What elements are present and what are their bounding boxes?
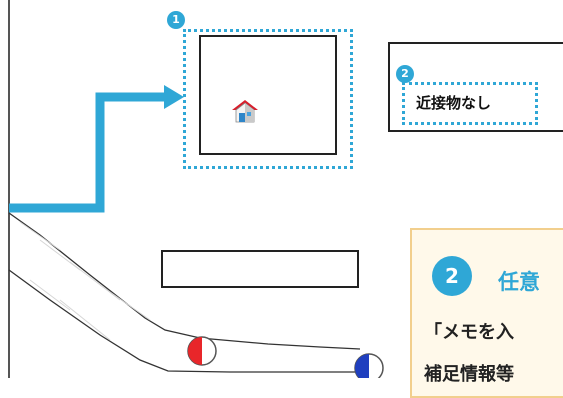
panel-title: 任意 [498,270,540,294]
blue-half-circle-marker [354,353,384,378]
house-image-box [199,35,337,155]
callout-1-badge: 1 [167,11,185,29]
callout-2-badge: 2 [396,65,414,83]
red-half-circle-marker [187,336,217,366]
road-texture [19,221,151,341]
empty-rectangle [161,250,359,288]
callout-2-label: 近接物なし [416,94,492,112]
info-panel: 2 任意 「メモを入 補足情報等 [410,228,563,398]
arrow-right-icon [164,85,184,109]
house-icon [232,100,258,123]
callout-2-frame [402,82,538,125]
panel-line-1: 「メモを入 [424,322,514,343]
road-line-lower [8,269,360,373]
diagram-canvas [8,0,563,378]
road-line-upper [8,212,361,350]
panel-number-badge: 2 [432,256,472,296]
connector-arrow-line [9,92,165,213]
callout-1-frame [183,29,353,169]
panel-line-2: 補足情報等 [424,364,514,385]
